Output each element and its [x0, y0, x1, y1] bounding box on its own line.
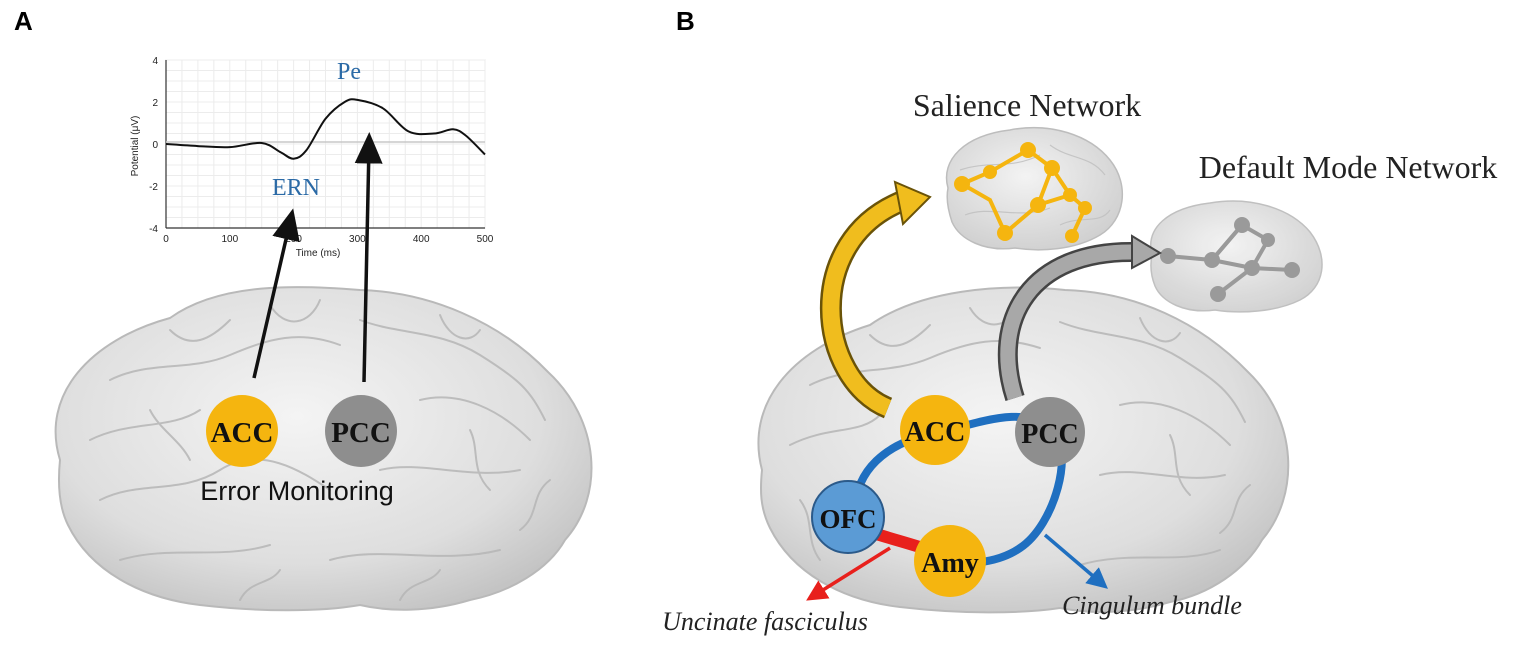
salience-network-nodes [954, 142, 1092, 243]
erp-waveform [165, 98, 486, 160]
pcc-to-pe-arrow [354, 132, 383, 383]
cingulum-pointer-arrow [1043, 533, 1108, 589]
acc-node-circle [900, 395, 970, 465]
uncinate-pointer-arrow [806, 546, 891, 601]
erp-ylabel: Potential (μV) [130, 116, 141, 177]
erp-y-tick-label: -2 [149, 182, 158, 193]
erp-pe-label: Pe [337, 59, 361, 85]
pcc-node-label: PCC [331, 417, 391, 449]
erp-y-ticks: 4 2 0 -2 -4 [149, 56, 158, 235]
dmn-nodes [1160, 217, 1300, 302]
erp-y-tick-label: 4 [152, 56, 158, 67]
cingulum-label: Cingulum bundle [1062, 591, 1242, 620]
erp-x-tick-label: 100 [221, 234, 238, 245]
erp-ern-label: ERN [272, 175, 320, 201]
acc-node-circle [206, 395, 278, 467]
panel-b-label: B [676, 6, 695, 36]
salience-network-title: Salience Network [913, 87, 1141, 123]
erp-grid [165, 59, 486, 229]
default-mode-network-brain [1150, 200, 1323, 313]
salience-network-brain [945, 126, 1124, 251]
dmn-title: Default Mode Network [1199, 149, 1498, 185]
ofc-node-label: OFC [820, 504, 877, 534]
node-acc-a: ACC [206, 395, 278, 467]
ofc-node-circle [811, 480, 885, 554]
node-ofc-b: OFC [811, 480, 885, 554]
acc-to-salience-arrow [820, 180, 932, 419]
erp-x-tick-label: 400 [413, 234, 430, 245]
brain-a-illustration [54, 286, 593, 612]
erp-y-tick-label: -4 [149, 224, 158, 235]
error-monitoring-caption: Error Monitoring [200, 476, 394, 506]
pcc-node-circle [1015, 397, 1085, 467]
node-amy-b: Amy [914, 525, 986, 597]
erp-y-tick-label: 2 [152, 98, 158, 109]
panel-a-label: A [14, 6, 33, 36]
erp-x-tick-label: 300 [349, 234, 366, 245]
node-acc-b: ACC [900, 395, 970, 465]
amy-node-label: Amy [921, 548, 979, 579]
uncinate-label: Uncinate fasciculus [662, 607, 868, 636]
erp-y-tick-label: 0 [152, 140, 158, 151]
erp-xlabel: Time (ms) [296, 248, 341, 259]
pcc-node-label: PCC [1021, 419, 1079, 450]
node-pcc-a: PCC [325, 395, 397, 467]
erp-x-tick-label: 500 [477, 234, 494, 245]
acc-to-ern-arrow [252, 208, 300, 379]
amy-node-circle [914, 525, 986, 597]
erp-x-tick-label: 0 [163, 234, 169, 245]
acc-node-label: ACC [905, 417, 966, 448]
node-pcc-b: PCC [1015, 397, 1085, 467]
pcc-node-circle [325, 395, 397, 467]
pcc-to-dmn-arrow [997, 234, 1163, 402]
acc-node-label: ACC [211, 417, 274, 449]
